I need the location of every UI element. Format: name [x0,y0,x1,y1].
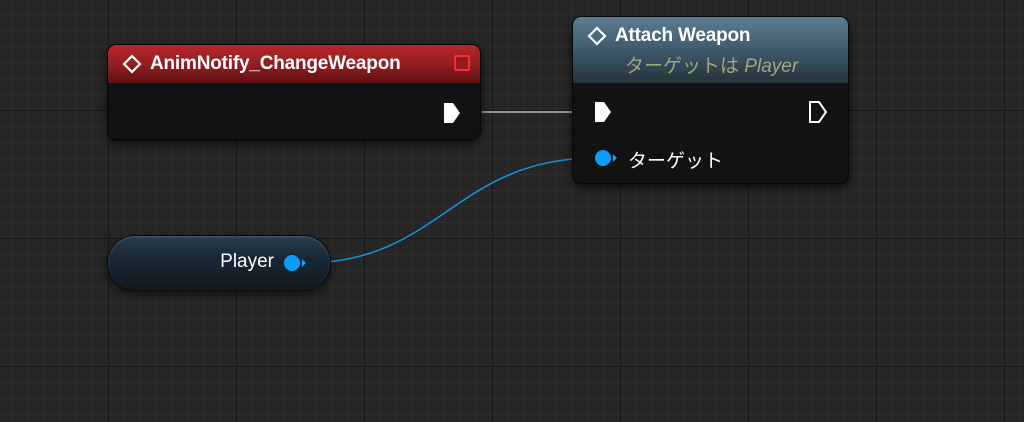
event-node-header[interactable]: AnimNotify_ChangeWeapon [108,45,480,83]
target-pin-label: ターゲット [628,151,724,172]
delegate-pin[interactable] [454,55,470,71]
function-node-header[interactable]: Attach Weapon ターゲットは Player [573,17,848,83]
variable-node-player[interactable]: Player [108,236,330,290]
event-node-title: AnimNotify_ChangeWeapon [150,53,401,74]
event-diamond-icon [122,54,142,74]
event-node-animnotify[interactable]: AnimNotify_ChangeWeapon [108,45,480,139]
function-node-attach-weapon[interactable]: Attach Weapon ターゲットは Player ターゲット [573,17,848,183]
variable-label: Player [220,251,274,272]
subtitle-target: Player [744,56,799,77]
variable-output-pin[interactable] [282,253,308,278]
exec-input-pin[interactable] [593,100,613,129]
exec-output-pin[interactable] [442,101,462,130]
object-wire[interactable] [304,157,597,264]
function-node-title: Attach Weapon [615,25,751,46]
function-diamond-icon [587,26,607,46]
target-input-pin[interactable] [593,148,619,173]
exec-output-pin[interactable] [808,100,828,129]
function-node-subtitle: ターゲットは Player [625,51,798,78]
subtitle-prefix: ターゲットは [625,56,740,77]
